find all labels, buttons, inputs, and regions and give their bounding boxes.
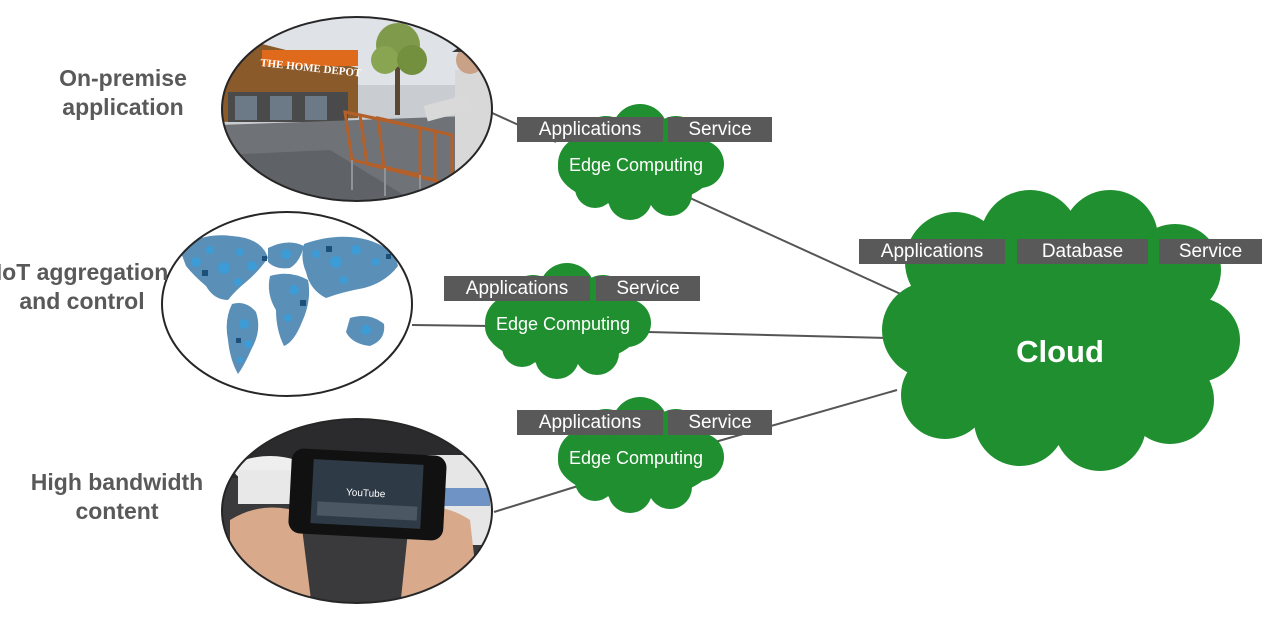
- connector-edge2-cloud: [647, 331, 889, 339]
- iot-world-map: [161, 211, 413, 397]
- edge3-label: Edge Computing: [568, 448, 704, 468]
- edge2-service-tag: Service: [596, 276, 700, 301]
- main-cloud-shape: [882, 190, 1240, 471]
- label-bandwidth: High bandwidth content: [30, 469, 204, 524]
- cloud-service-tag: Service: [1159, 239, 1262, 264]
- cloud-applications-tag: Applications: [859, 239, 1005, 264]
- edge1-service-tag: Service: [668, 117, 772, 142]
- connector-phone-edge3: [493, 485, 579, 513]
- phone-video-photo: [221, 418, 493, 604]
- connector-edge1-cloud: [689, 197, 906, 297]
- cloud-label: Cloud: [1016, 334, 1104, 369]
- edge2-applications-tag: Applications: [444, 276, 590, 301]
- connector-map-edge2: [411, 324, 493, 327]
- edge3-service-tag: Service: [668, 410, 772, 435]
- label-iot: IoT aggregation and control: [0, 259, 169, 314]
- edge1-applications-tag: Applications: [517, 117, 663, 142]
- edge2-label: Edge Computing: [495, 314, 631, 334]
- edge1-label: Edge Computing: [568, 155, 704, 175]
- video-logo-text: YouTube: [346, 487, 386, 500]
- edge3-applications-tag: Applications: [517, 410, 663, 435]
- label-on-premise: On-premise application: [59, 65, 187, 120]
- cloud-database-tag: Database: [1017, 239, 1148, 264]
- store-photo: [221, 16, 493, 202]
